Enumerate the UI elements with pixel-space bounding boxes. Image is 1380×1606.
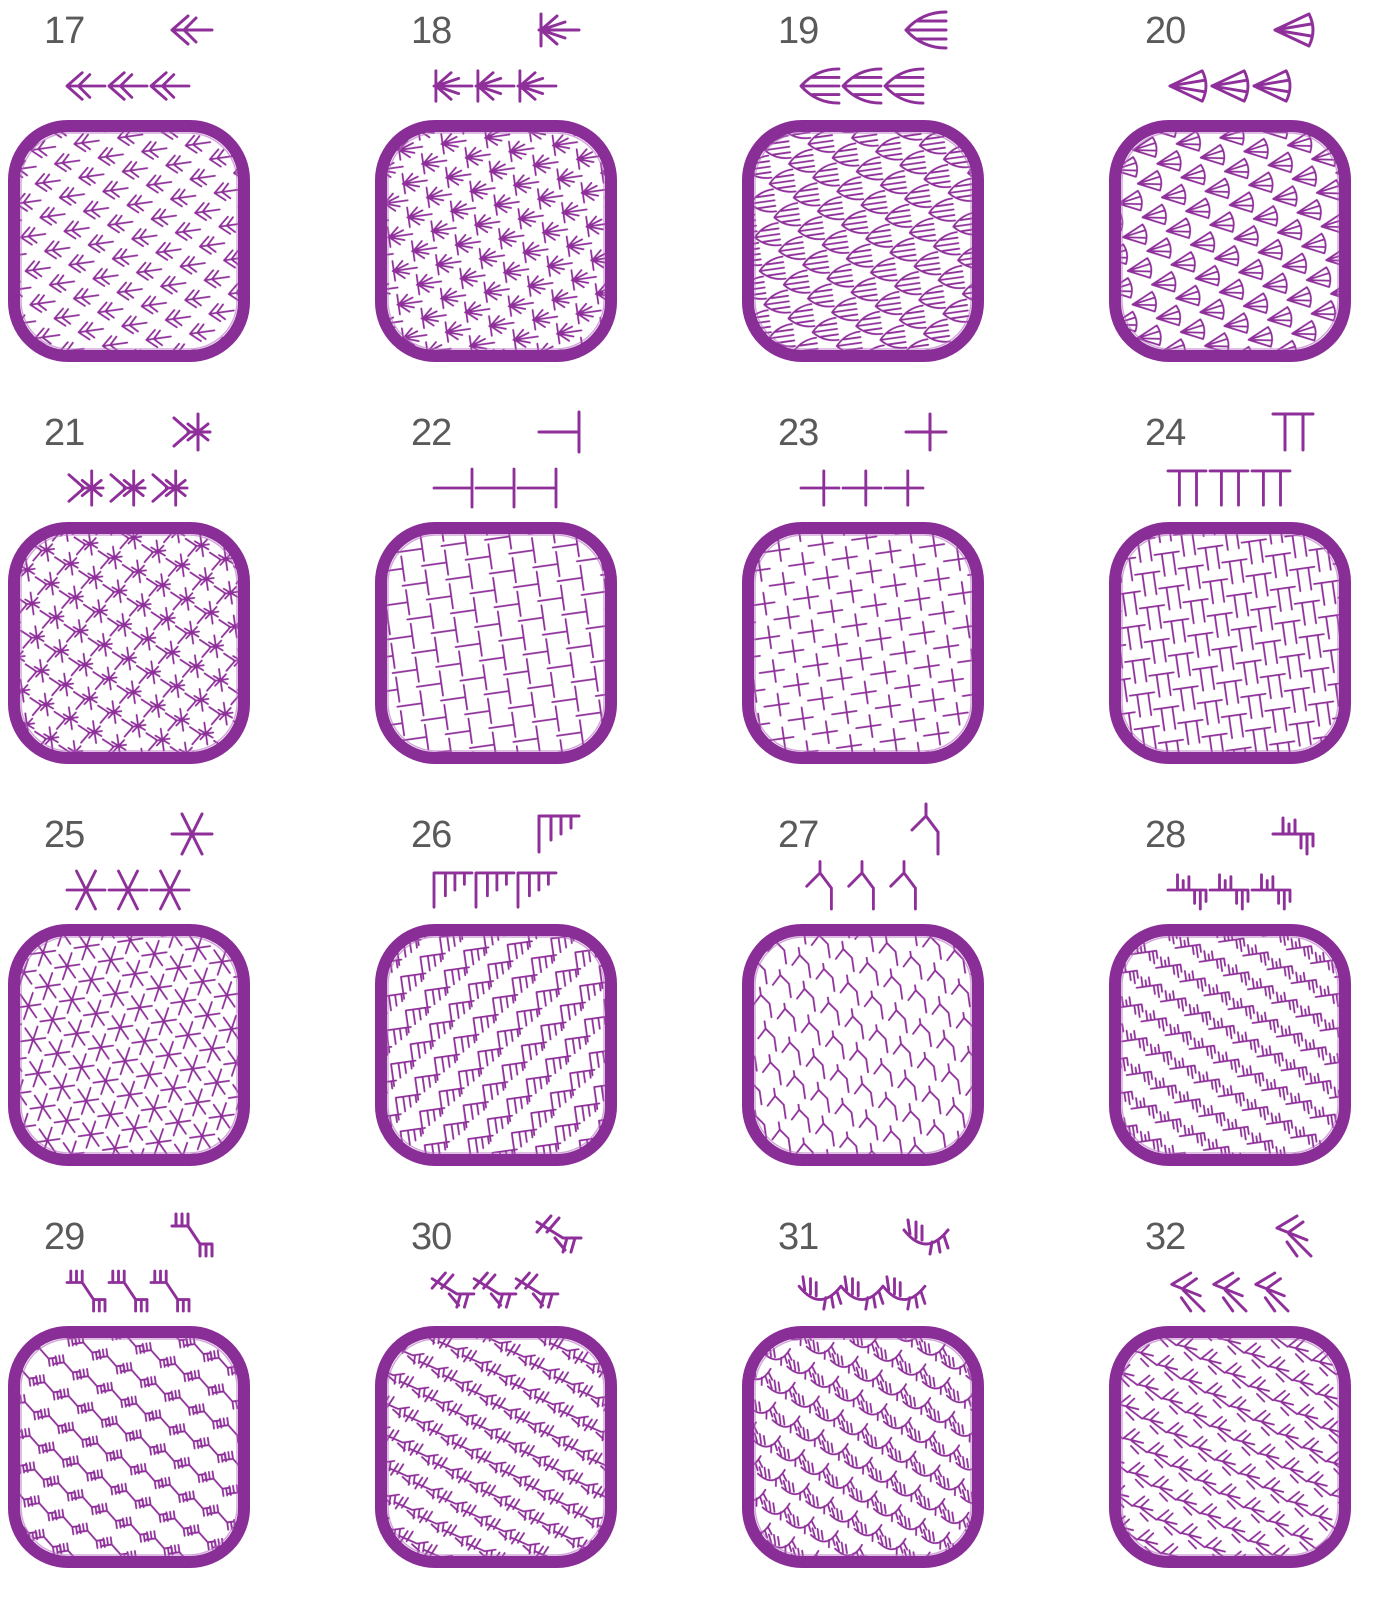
motif-sample	[1275, 14, 1313, 46]
comb-icon	[367, 804, 712, 1204]
motif-row-sample	[67, 73, 189, 100]
fill-swatch	[16, 932, 242, 1158]
pi-icon	[1101, 402, 1380, 802]
motif-row-sample	[432, 1273, 558, 1307]
motif-sample	[172, 814, 212, 854]
octagon-icon	[0, 1206, 345, 1606]
honeycomb-icon	[734, 804, 1079, 1204]
fill-swatch	[1117, 530, 1343, 756]
motif-sample	[1277, 1216, 1311, 1256]
motif-sample	[539, 412, 579, 452]
pattern-30[interactable]: 30	[367, 1206, 712, 1606]
motif-row-sample	[434, 873, 556, 907]
motif-sample	[906, 414, 946, 450]
fill-swatch	[383, 128, 609, 354]
motif-sample	[1273, 818, 1313, 854]
pattern-25[interactable]: 25	[0, 804, 345, 1204]
motif-sample	[904, 1220, 948, 1254]
fill-swatch	[16, 530, 242, 756]
pattern-31[interactable]: 31	[734, 1206, 1079, 1606]
cross-icon	[734, 402, 1079, 802]
fill-swatch	[383, 932, 609, 1158]
pattern-24[interactable]: 24	[1101, 402, 1380, 802]
motif-sample	[906, 12, 946, 48]
motif-sample	[537, 1216, 581, 1252]
pattern-20[interactable]: 20	[1101, 0, 1380, 400]
scallop-icon	[734, 1206, 1079, 1606]
fill-swatch	[750, 530, 976, 756]
motif-row-sample	[1170, 71, 1290, 101]
motif-sample	[539, 816, 579, 852]
fill-swatch	[1117, 128, 1343, 354]
motif-row-sample	[1172, 1273, 1288, 1311]
pattern-32[interactable]: 32	[1101, 1206, 1380, 1606]
asterisk-icon	[0, 804, 345, 1204]
fill-swatch	[16, 128, 242, 354]
arrow-icon	[0, 0, 345, 400]
motif-row-sample	[67, 871, 189, 909]
rake-icon	[734, 0, 1079, 400]
cross-star-icon	[0, 402, 345, 802]
motif-sample	[172, 1214, 212, 1256]
fill-swatch	[750, 1334, 976, 1560]
fill-swatch	[16, 1334, 242, 1560]
fill-swatch	[1117, 932, 1343, 1158]
motif-row-sample	[1168, 471, 1290, 505]
pattern-27[interactable]: 27	[734, 804, 1079, 1204]
motif-row-sample	[807, 862, 916, 910]
motif-row-sample	[69, 471, 187, 505]
motif-sample	[539, 14, 579, 46]
motif-row-sample	[1168, 875, 1290, 909]
brick-comb-icon	[1101, 804, 1380, 1204]
fill-swatch	[750, 128, 976, 354]
pattern-28[interactable]: 28	[1101, 804, 1380, 1204]
pattern-21[interactable]: 21	[0, 402, 345, 802]
pattern-29[interactable]: 29	[0, 1206, 345, 1606]
motif-row-sample	[799, 1277, 925, 1309]
fill-swatch	[750, 932, 976, 1158]
fill-swatch	[1117, 1334, 1343, 1560]
tee-icon	[367, 402, 712, 802]
motif-sample	[174, 414, 210, 450]
motif-sample	[1273, 414, 1313, 450]
motif-row-sample	[801, 69, 923, 103]
arrow-cluster-icon	[1101, 1206, 1380, 1606]
chevron-rake-icon	[367, 1206, 712, 1606]
pattern-18[interactable]: 18	[367, 0, 712, 400]
fill-swatch	[383, 1334, 609, 1560]
pattern-26[interactable]: 26	[367, 804, 712, 1204]
motif-row-sample	[67, 1271, 189, 1311]
pattern-23[interactable]: 23	[734, 402, 1079, 802]
motif-row-sample	[434, 71, 556, 101]
arrow-fan-icon	[367, 0, 712, 400]
motif-sample	[172, 16, 212, 44]
pattern-19[interactable]: 19	[734, 0, 1079, 400]
motif-sample	[912, 804, 938, 854]
motif-row-sample	[801, 471, 923, 505]
pattern-17[interactable]: 17	[0, 0, 345, 400]
motif-row-sample	[434, 469, 556, 507]
fill-swatch	[383, 530, 609, 756]
fan-icon	[1101, 0, 1380, 400]
pattern-22[interactable]: 22	[367, 402, 712, 802]
